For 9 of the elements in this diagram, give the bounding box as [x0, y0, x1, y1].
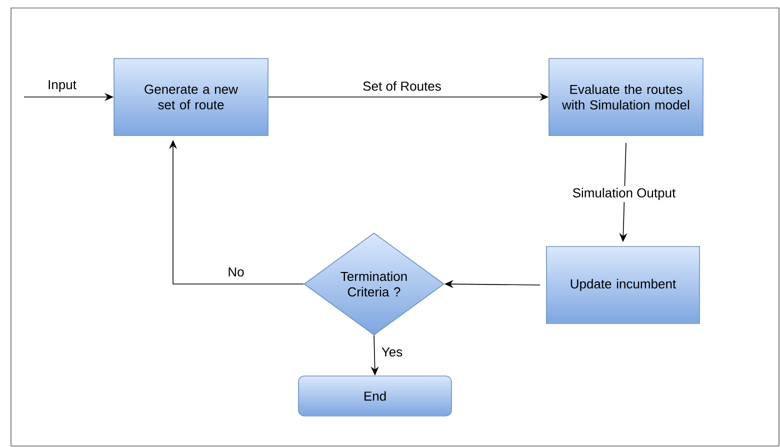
edge-label: Input: [46, 78, 78, 94]
terminal-box: End: [298, 376, 452, 416]
process-box: Generate a new set of route: [114, 58, 268, 136]
edge-label: Simulation Output: [570, 186, 678, 202]
edge-label: Set of Routes: [360, 79, 444, 93]
process-box: Evaluate the routes with Simulation model: [548, 58, 704, 136]
edge-label: Yes: [379, 345, 405, 359]
process-box: Update incumbent: [546, 246, 700, 324]
edge-label: No: [226, 265, 246, 279]
